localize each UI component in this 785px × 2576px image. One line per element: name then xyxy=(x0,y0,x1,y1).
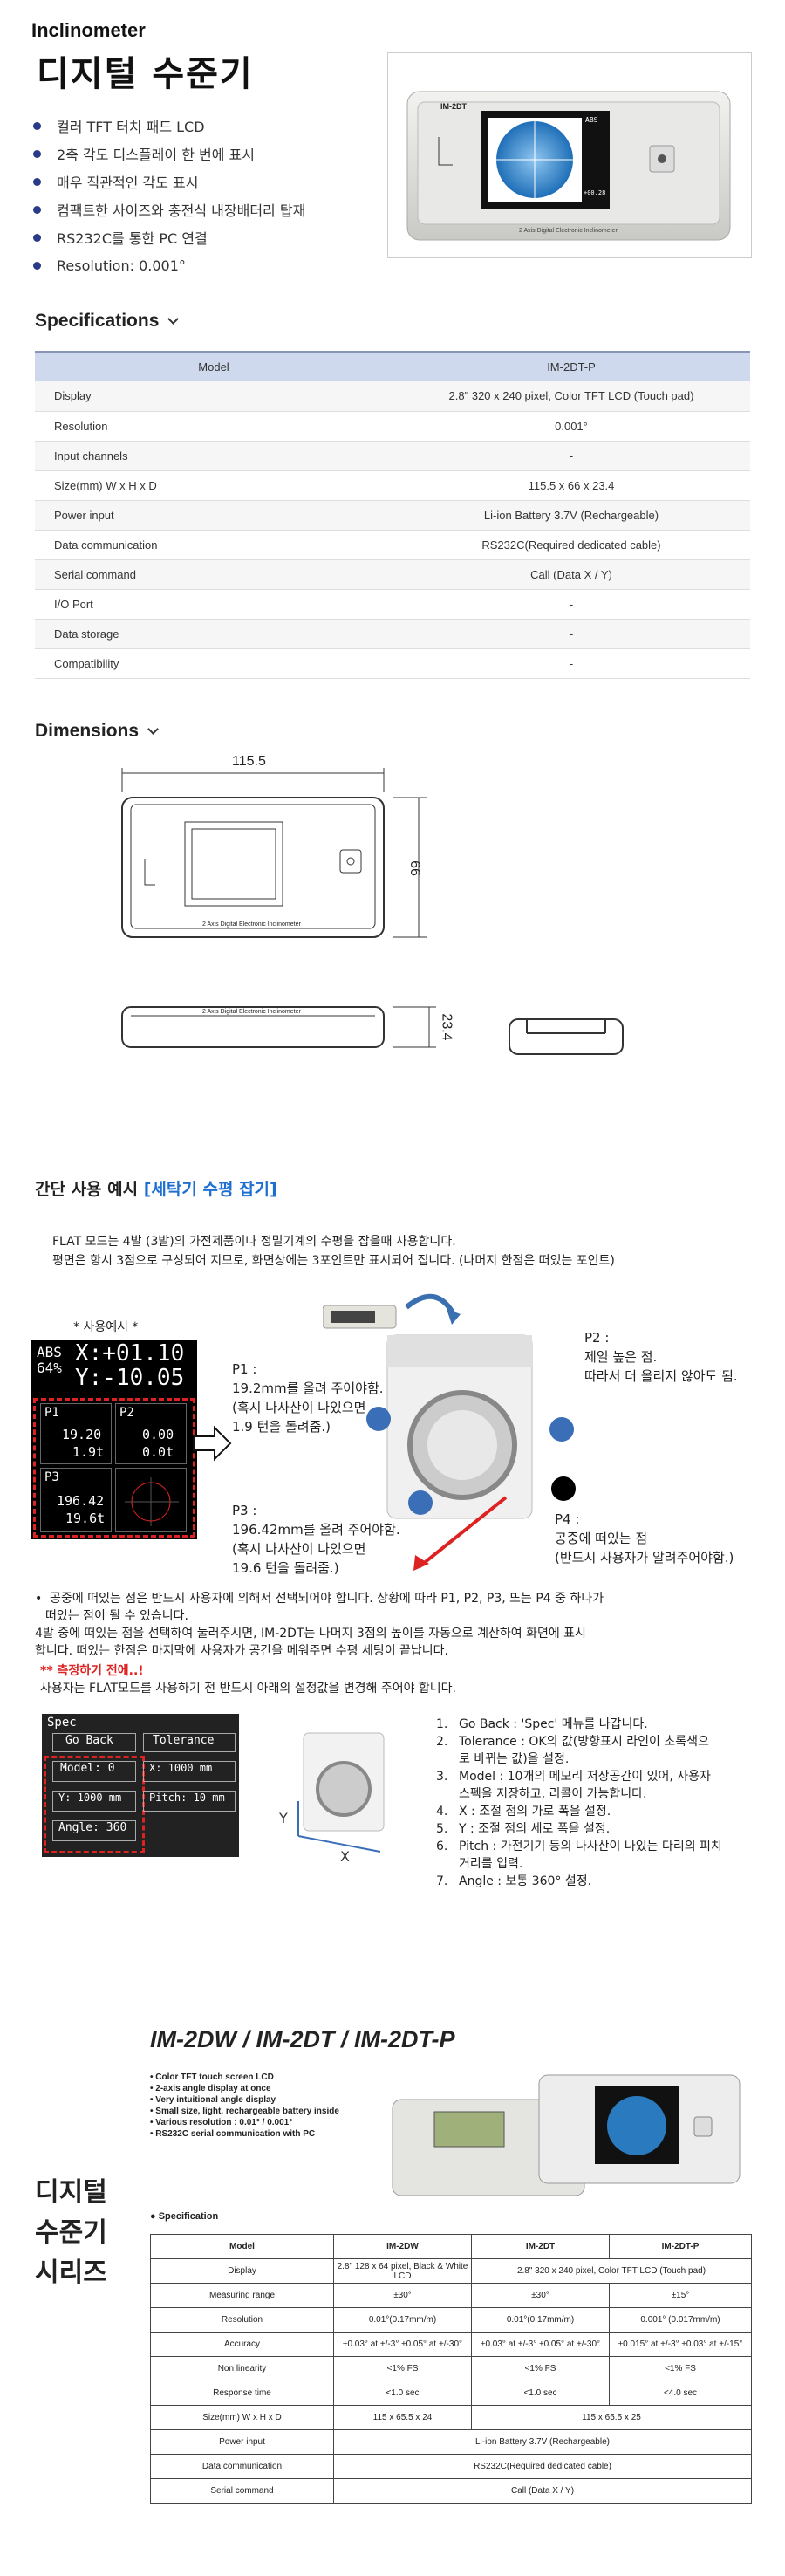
bullet-icon xyxy=(33,261,41,270)
device-readout-top: ABS xyxy=(585,116,598,124)
height-dimension: 66 xyxy=(406,860,422,876)
axis-y-label: Y xyxy=(279,1810,288,1826)
x-field[interactable]: X: 1000 mm xyxy=(143,1761,236,1782)
inclinometer-series-icon xyxy=(392,2074,741,2196)
page-title-kr: 디지털 수준기 xyxy=(37,54,254,94)
axis-x-label: X xyxy=(340,1848,350,1865)
specifications-heading[interactable]: Specifications xyxy=(35,311,180,332)
dimensions-heading[interactable]: Dimensions xyxy=(35,721,159,742)
bullet-icon xyxy=(33,205,41,214)
settings-steps: 1.Go Back : 'Spec' 메뉴를 나갑니다. 2.Tolerance… xyxy=(436,1717,722,1888)
spec-label: ● Specification xyxy=(150,2211,219,2222)
width-dimension: 115.5 xyxy=(232,754,266,769)
series-product-image xyxy=(382,2068,748,2218)
go-back-button[interactable]: Go Back xyxy=(52,1733,136,1752)
inclinometer-device-icon xyxy=(406,91,731,241)
list-item: RS232C를 통한 PC 연결 xyxy=(33,223,305,251)
table-row: Response time<1.0 sec<1.0 sec<4.0 sec xyxy=(150,2381,752,2406)
example-label: * 사용예시 * xyxy=(73,1320,139,1334)
depth-dimension: 23.4 xyxy=(439,1013,454,1041)
product-image: IM-2DT ABS +00.28 2 Axis Digital Electro… xyxy=(387,52,752,258)
usage-intro-2: 평면은 항시 3점으로 구성되어 지므로, 화면상에는 3포인트만 표시되어 집… xyxy=(52,1254,615,1268)
list-item: 2축 각도 디스플레이 한 번에 표시 xyxy=(33,140,305,168)
list-item: 컴팩트한 사이즈와 충전식 내장배터리 탑재 xyxy=(33,195,305,223)
washing-machine-icon xyxy=(322,1293,533,1571)
before-note: 사용자는 FLAT모드를 사용하기 전 반드시 아래의 설정값을 변경해 주어야… xyxy=(40,1682,456,1696)
page-title-en: Inclinometer xyxy=(31,19,146,41)
point-p4-marker xyxy=(551,1476,576,1501)
dimension-drawing-icon xyxy=(121,768,436,1048)
device-readout-bottom: +00.28 xyxy=(584,189,606,196)
angle-field[interactable]: Angle: 360 xyxy=(52,1820,136,1841)
device-caption-side: 2 Axis Digital Electronic Inclinometer xyxy=(202,1009,301,1015)
series-bullets: • Color TFT touch screen LCD• 2-axis ang… xyxy=(150,2072,339,2139)
list-item: 컬러 TFT 터치 패드 LCD xyxy=(33,112,305,140)
before-note-title: ** 측정하기 전에..! xyxy=(40,1664,144,1678)
p4-note: P4 :공중에 떠있는 점(반드시 사용자가 알려주어야함.) xyxy=(555,1511,734,1565)
table-row: Accuracy±0.03° at +/-3° ±0.05° at +/-30°… xyxy=(150,2332,752,2357)
usage-heading: 간단 사용 예시 [세탁기 수평 잡기] xyxy=(35,1180,277,1199)
model-field[interactable]: Model: 0 xyxy=(52,1761,136,1782)
feature-list: 컬러 TFT 터치 패드 LCD 2축 각도 디스플레이 한 번에 표시 매우 … xyxy=(33,112,305,279)
table-row: Measuring range±30°±30°±15° xyxy=(150,2283,752,2308)
point-p1-marker xyxy=(366,1407,391,1431)
point-p2-marker xyxy=(550,1417,574,1442)
series-title: IM-2DW / IM-2DT / IM-2DT-P xyxy=(150,2026,455,2052)
point-p3-marker xyxy=(408,1490,433,1515)
bullet-icon xyxy=(33,177,41,186)
list-item: 매우 직관적인 각도 표시 xyxy=(33,168,305,195)
usage-intro-1: FLAT 모드는 4발 (3발)의 가전제품이나 정밀기계의 수평을 잡을때 사… xyxy=(52,1235,456,1249)
bullet-icon xyxy=(33,121,41,130)
table-row: Compatibility- xyxy=(35,648,750,679)
washer-axes-image: Y X xyxy=(277,1721,399,1865)
device-caption: 2 Axis Digital Electronic Inclinometer xyxy=(202,921,301,928)
bullet-icon xyxy=(33,149,41,158)
usage-note: • 공중에 떠있는 점은 반드시 사용자에 의해서 선택되어야 합니다. 상황에… xyxy=(35,1592,604,1658)
table-row: Data storage- xyxy=(35,619,750,649)
side-view-icon xyxy=(509,1018,624,1055)
p2-note: P2 :제일 높은 점.따라서 더 올리지 않아도 됨. xyxy=(584,1330,738,1384)
washing-machine-icon xyxy=(297,1732,385,1853)
dimension-drawing: 115.5 66 23.4 2 Axis Digital Electronic … xyxy=(105,754,454,1103)
spec-settings-screen: Spec Go Back Tolerance Model: 0 X: 1000 … xyxy=(42,1714,239,1857)
arrow-right-icon xyxy=(193,1426,232,1461)
device-caption: 2 Axis Digital Electronic Inclinometer xyxy=(519,228,618,234)
washing-machine-image xyxy=(322,1288,533,1571)
table-row: Input channels- xyxy=(35,441,750,471)
chevron-down-icon xyxy=(147,723,159,735)
list-item: Resolution: 0.001° xyxy=(33,251,305,279)
y-field[interactable]: Y: 1000 mm xyxy=(52,1791,136,1812)
device-model-tag: IM-2DT xyxy=(440,102,467,111)
bullet-icon xyxy=(33,233,41,242)
chevron-down-icon xyxy=(167,313,180,325)
tolerance-button[interactable]: Tolerance xyxy=(143,1733,236,1752)
crosshair-icon xyxy=(125,1477,179,1526)
table-row: Non linearity<1% FS<1% FS<1% FS xyxy=(150,2356,752,2381)
table-row: I/O Port- xyxy=(35,589,750,620)
side-view xyxy=(506,1009,628,1065)
pitch-field[interactable]: Pitch: 10 mm xyxy=(143,1791,236,1812)
